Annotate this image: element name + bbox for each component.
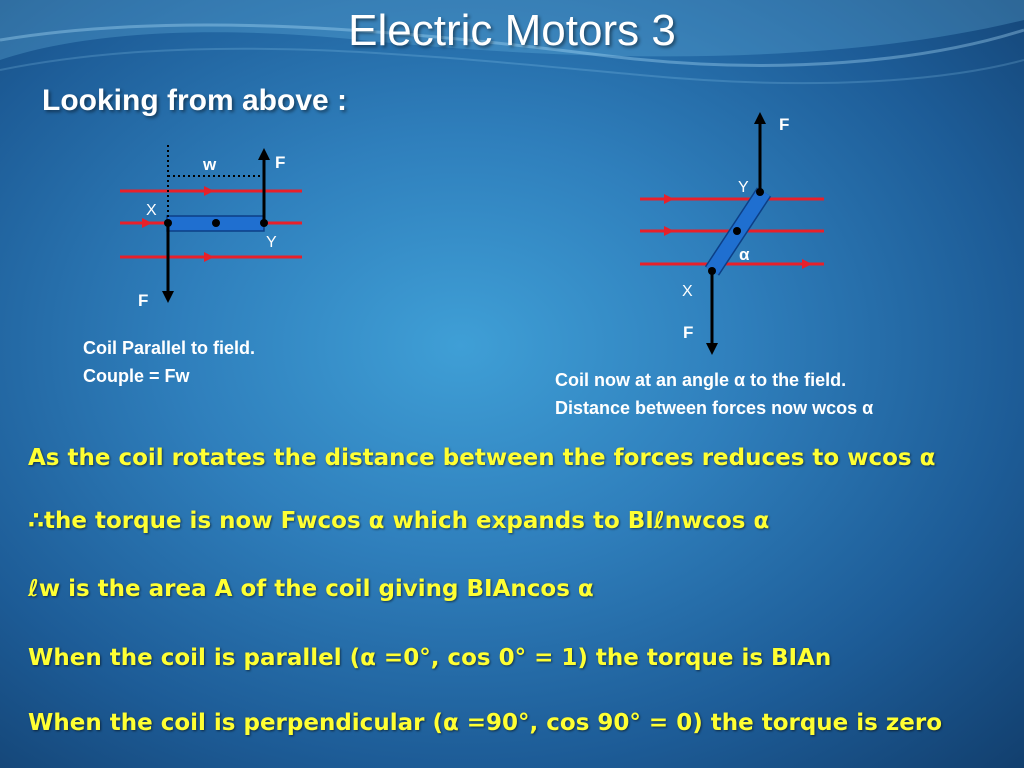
header-swoosh — [0, 0, 1024, 85]
statement-distance: As the coil rotates the distance between… — [28, 445, 936, 471]
force-label-bottom: F — [683, 323, 693, 342]
force-label-bottom: F — [138, 291, 148, 310]
force-label-top: F — [779, 115, 789, 134]
angle-label: α — [739, 245, 750, 264]
angled-caption-line1: Coil now at an angle α to the field. — [555, 370, 847, 390]
page-title: Electric Motors 3 — [348, 6, 676, 55]
point-x — [708, 267, 716, 275]
coil-center — [733, 227, 741, 235]
angled-coil-diagram: F Y α X F — [640, 112, 824, 355]
angled-caption-line2: Distance between forces now wcos α — [555, 398, 874, 418]
point-y — [260, 219, 268, 227]
coil-center — [212, 219, 220, 227]
parallel-caption-line1: Coil Parallel to field. — [83, 338, 256, 358]
point-y-label: Y — [738, 179, 749, 196]
point-y — [756, 188, 764, 196]
point-x-label: X — [146, 202, 157, 219]
parallel-caption: Coil Parallel to field. Couple = Fw — [83, 334, 255, 390]
width-label: w — [202, 155, 217, 174]
point-x-label: X — [682, 283, 693, 300]
force-label-top: F — [275, 153, 285, 172]
statement-parallel: When the coil is parallel (α =0°, cos 0°… — [28, 645, 832, 671]
parallel-caption-line2: Couple = Fw — [83, 366, 190, 386]
point-x — [164, 219, 172, 227]
page-subtitle: Looking from above : — [42, 84, 348, 117]
point-y-label: Y — [266, 234, 277, 251]
parallel-coil-diagram: w F X Y F — [120, 145, 302, 310]
statement-perpendicular: When the coil is perpendicular (α =90°, … — [28, 710, 943, 736]
statement-area: ℓw is the area A of the coil giving BIAn… — [28, 576, 594, 602]
statement-torque: ∴the torque is now Fwcos α which expands… — [28, 508, 770, 534]
angled-caption: Coil now at an angle α to the field. Dis… — [555, 366, 873, 422]
